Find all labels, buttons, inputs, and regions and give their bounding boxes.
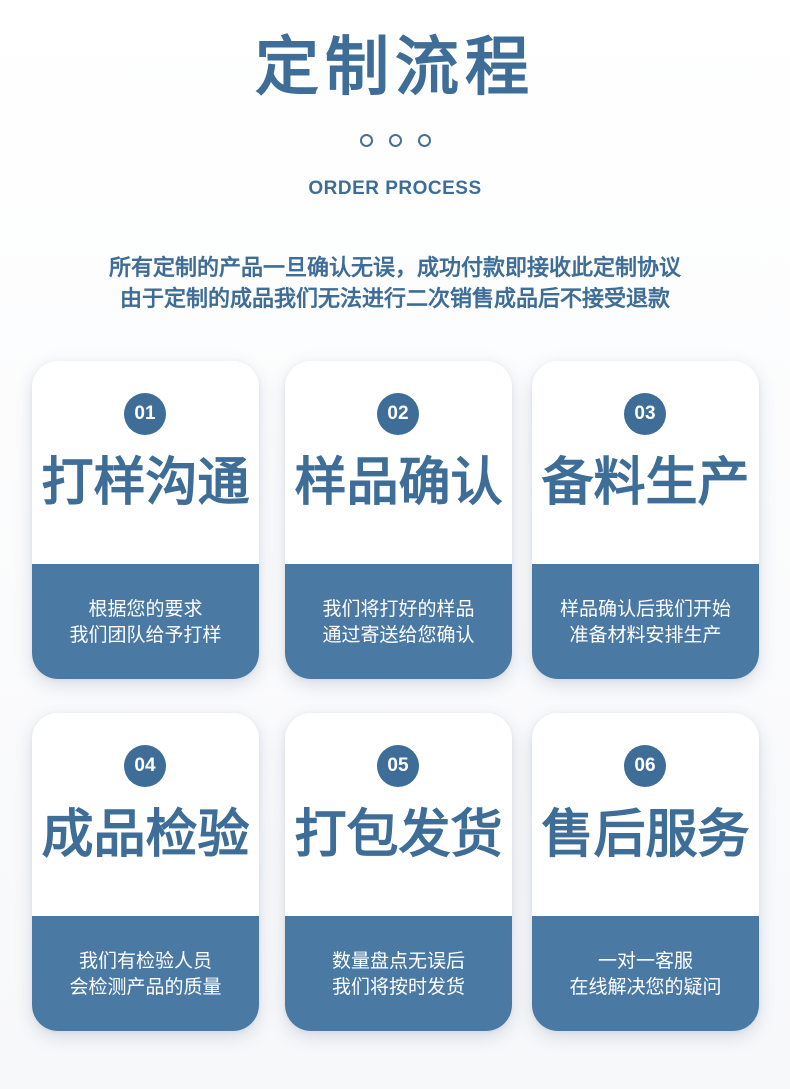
refund-notice: 所有定制的产品一旦确认无误，成功付款即接收此定制协议 由于定制的成品我们无法进行… — [0, 253, 790, 315]
step-card-01: 01 打样沟通 根据您的要求 我们团队给予打样 — [32, 361, 259, 679]
step-title: 样品确认 — [294, 453, 503, 513]
step-desc-line-1: 我们将打好的样品 — [322, 597, 475, 620]
card-top: 01 打样沟通 — [32, 361, 259, 564]
card-top: 03 备料生产 — [532, 361, 759, 564]
step-desc-line-1: 样品确认后我们开始 — [559, 597, 731, 620]
circle-dot-icon — [388, 134, 402, 147]
step-number-badge: 05 — [377, 745, 419, 787]
step-desc-line-1: 一对一客服 — [597, 949, 693, 972]
page-title: 定制流程 — [255, 31, 535, 105]
card-description-panel: 一对一客服 在线解决您的疑问 — [532, 916, 759, 1031]
notice-line-2: 由于定制的成品我们无法进行二次销售成品后不接受退款 — [119, 287, 670, 312]
step-desc-line-2: 我们将按时发货 — [331, 975, 465, 998]
card-top: 06 售后服务 — [532, 713, 759, 916]
step-title: 售后服务 — [541, 805, 750, 865]
step-number-badge: 03 — [624, 393, 666, 435]
step-desc-line-1: 根据您的要求 — [88, 597, 203, 620]
card-description-panel: 根据您的要求 我们团队给予打样 — [32, 564, 259, 679]
step-desc-line-2: 我们团队给予打样 — [69, 623, 222, 646]
step-desc-line-1: 数量盘点无误后 — [331, 949, 465, 972]
step-number-badge: 04 — [124, 745, 166, 787]
card-description-panel: 我们有检验人员 会检测产品的质量 — [32, 916, 259, 1031]
card-top: 05 打包发货 — [285, 713, 512, 916]
step-desc-line-2: 通过寄送给您确认 — [322, 623, 475, 646]
step-title: 打样沟通 — [41, 453, 250, 513]
step-card-04: 04 成品检验 我们有检验人员 会检测产品的质量 — [32, 713, 259, 1031]
step-card-02: 02 样品确认 我们将打好的样品 通过寄送给您确认 — [285, 361, 512, 679]
card-description-panel: 我们将打好的样品 通过寄送给您确认 — [285, 564, 512, 679]
step-desc-line-1: 我们有检验人员 — [78, 949, 212, 972]
step-desc-line-2: 会检测产品的质量 — [69, 975, 222, 998]
card-top: 04 成品检验 — [32, 713, 259, 916]
step-number-badge: 01 — [124, 393, 166, 435]
step-title: 打包发货 — [294, 805, 503, 865]
circle-dot-icon — [359, 134, 373, 147]
card-description-panel: 数量盘点无误后 我们将按时发货 — [285, 916, 512, 1031]
step-title: 备料生产 — [541, 453, 750, 513]
decorative-dots — [0, 134, 790, 147]
step-card-06: 06 售后服务 一对一客服 在线解决您的疑问 — [532, 713, 759, 1031]
card-top: 02 样品确认 — [285, 361, 512, 564]
step-desc-line-2: 准备材料安排生产 — [569, 623, 722, 646]
step-number-badge: 02 — [377, 393, 419, 435]
step-title: 成品检验 — [41, 805, 250, 865]
step-card-05: 05 打包发货 数量盘点无误后 我们将按时发货 — [285, 713, 512, 1031]
circle-dot-icon — [417, 134, 431, 147]
card-description-panel: 样品确认后我们开始 准备材料安排生产 — [532, 564, 759, 679]
page-subtitle: ORDER PROCESS — [308, 178, 482, 199]
notice-line-1: 所有定制的产品一旦确认无误，成功付款即接收此定制协议 — [108, 256, 681, 281]
step-desc-line-2: 在线解决您的疑问 — [569, 975, 722, 998]
step-card-03: 03 备料生产 样品确认后我们开始 准备材料安排生产 — [532, 361, 759, 679]
step-number-badge: 06 — [624, 745, 666, 787]
